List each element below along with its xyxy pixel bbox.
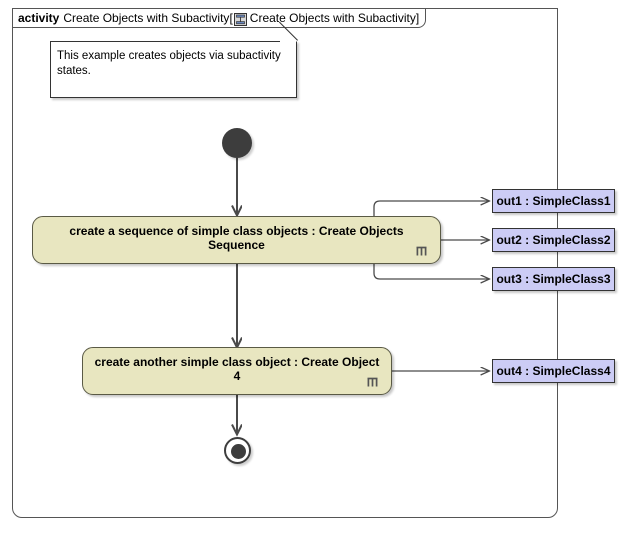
comment-note: This example creates objects via subacti… <box>50 21 298 98</box>
frame-keyword: activity <box>18 11 60 25</box>
object-node-out2[interactable]: out2 : SimpleClass2 <box>492 228 615 252</box>
activity-node-create-object-4[interactable]: create another simple class object : Cre… <box>82 347 392 395</box>
rake-subactivity-icon <box>366 376 379 389</box>
rake-subactivity-icon <box>415 245 428 258</box>
frame-bracket-close: ] <box>415 11 420 25</box>
frame-name: Create Objects with Subactivity <box>63 11 230 25</box>
note-text: This example creates objects via subacti… <box>57 50 281 77</box>
note-fold-corner <box>280 40 298 58</box>
activity-label: create another simple class object : Cre… <box>94 355 380 383</box>
frame-diagram-name: Create Objects with Subactivity <box>249 11 416 25</box>
object-node-out3[interactable]: out3 : SimpleClass3 <box>492 267 615 291</box>
initial-node[interactable] <box>222 128 252 158</box>
activity-final-node[interactable] <box>224 437 251 464</box>
object-node-out4[interactable]: out4 : SimpleClass4 <box>492 359 615 383</box>
final-node-dot <box>231 444 246 459</box>
frame-title-tab: activity Create Objects with Subactivity… <box>12 8 427 28</box>
frame-bracket-open: [ <box>229 11 233 25</box>
activity-label: create a sequence of simple class object… <box>69 224 404 252</box>
activity-node-create-objects-sequence[interactable]: create a sequence of simple class object… <box>32 216 441 264</box>
object-node-out1[interactable]: out1 : SimpleClass1 <box>492 189 615 213</box>
note-body <box>50 41 297 98</box>
subactivity-state-icon <box>233 12 247 26</box>
